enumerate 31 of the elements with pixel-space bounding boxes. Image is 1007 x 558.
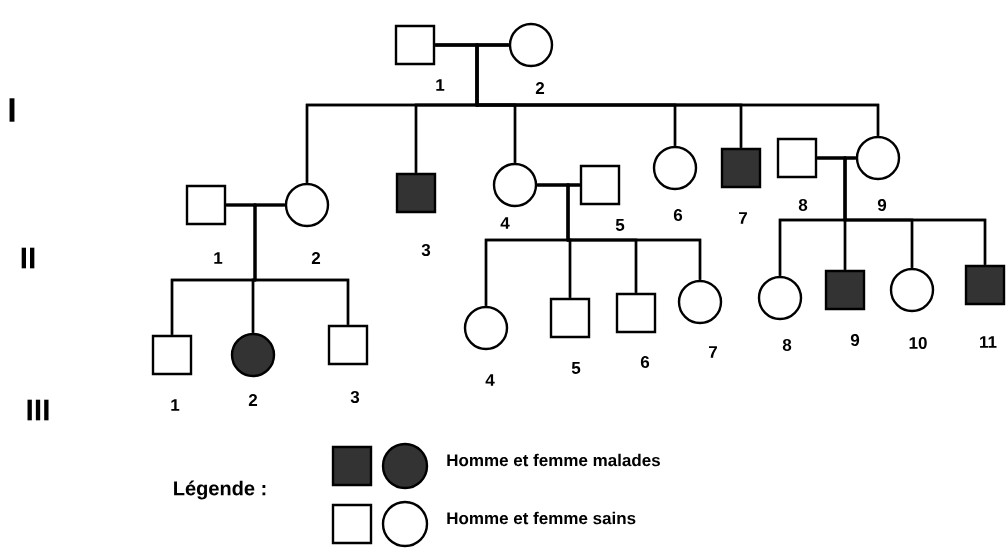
generation-label: III bbox=[27, 399, 49, 421]
individual-number: 7 bbox=[709, 346, 717, 358]
generation-label: II bbox=[21, 247, 35, 269]
individual-number: 3 bbox=[421, 243, 431, 257]
pedigree-line bbox=[843, 156, 987, 265]
individual-number: 6 bbox=[673, 209, 683, 222]
individual-number: 9 bbox=[877, 199, 887, 212]
legend-text: Homme et femme malades bbox=[447, 453, 660, 467]
individual-number: 2 bbox=[311, 252, 321, 264]
legend-text: Homme et femme sains bbox=[447, 511, 636, 525]
individual-number: 5 bbox=[571, 362, 581, 374]
individual-number: 2 bbox=[535, 82, 545, 94]
individual-number: 7 bbox=[739, 212, 747, 224]
individual-number: 8 bbox=[782, 339, 792, 352]
pedigree-line bbox=[253, 203, 350, 325]
individual-number: 4 bbox=[500, 217, 510, 229]
individual-number: 6 bbox=[640, 356, 650, 369]
individual-number: 3 bbox=[350, 390, 360, 404]
individual-number: 1 bbox=[214, 252, 223, 264]
individual-number: 2 bbox=[248, 394, 258, 406]
individual-number: 11 bbox=[980, 336, 997, 348]
individual-number: 1 bbox=[436, 79, 445, 91]
individual-number: 8 bbox=[798, 199, 808, 212]
individual-number: 4 bbox=[485, 374, 495, 386]
individual-number: 1 bbox=[171, 399, 180, 411]
individual-number: 5 bbox=[615, 219, 625, 231]
individual-number: 10 bbox=[909, 337, 927, 350]
legend-title: Légende : bbox=[174, 480, 266, 500]
pedigree-line bbox=[566, 183, 702, 280]
individual-number: 9 bbox=[850, 334, 860, 347]
generation-label: I bbox=[9, 98, 15, 122]
